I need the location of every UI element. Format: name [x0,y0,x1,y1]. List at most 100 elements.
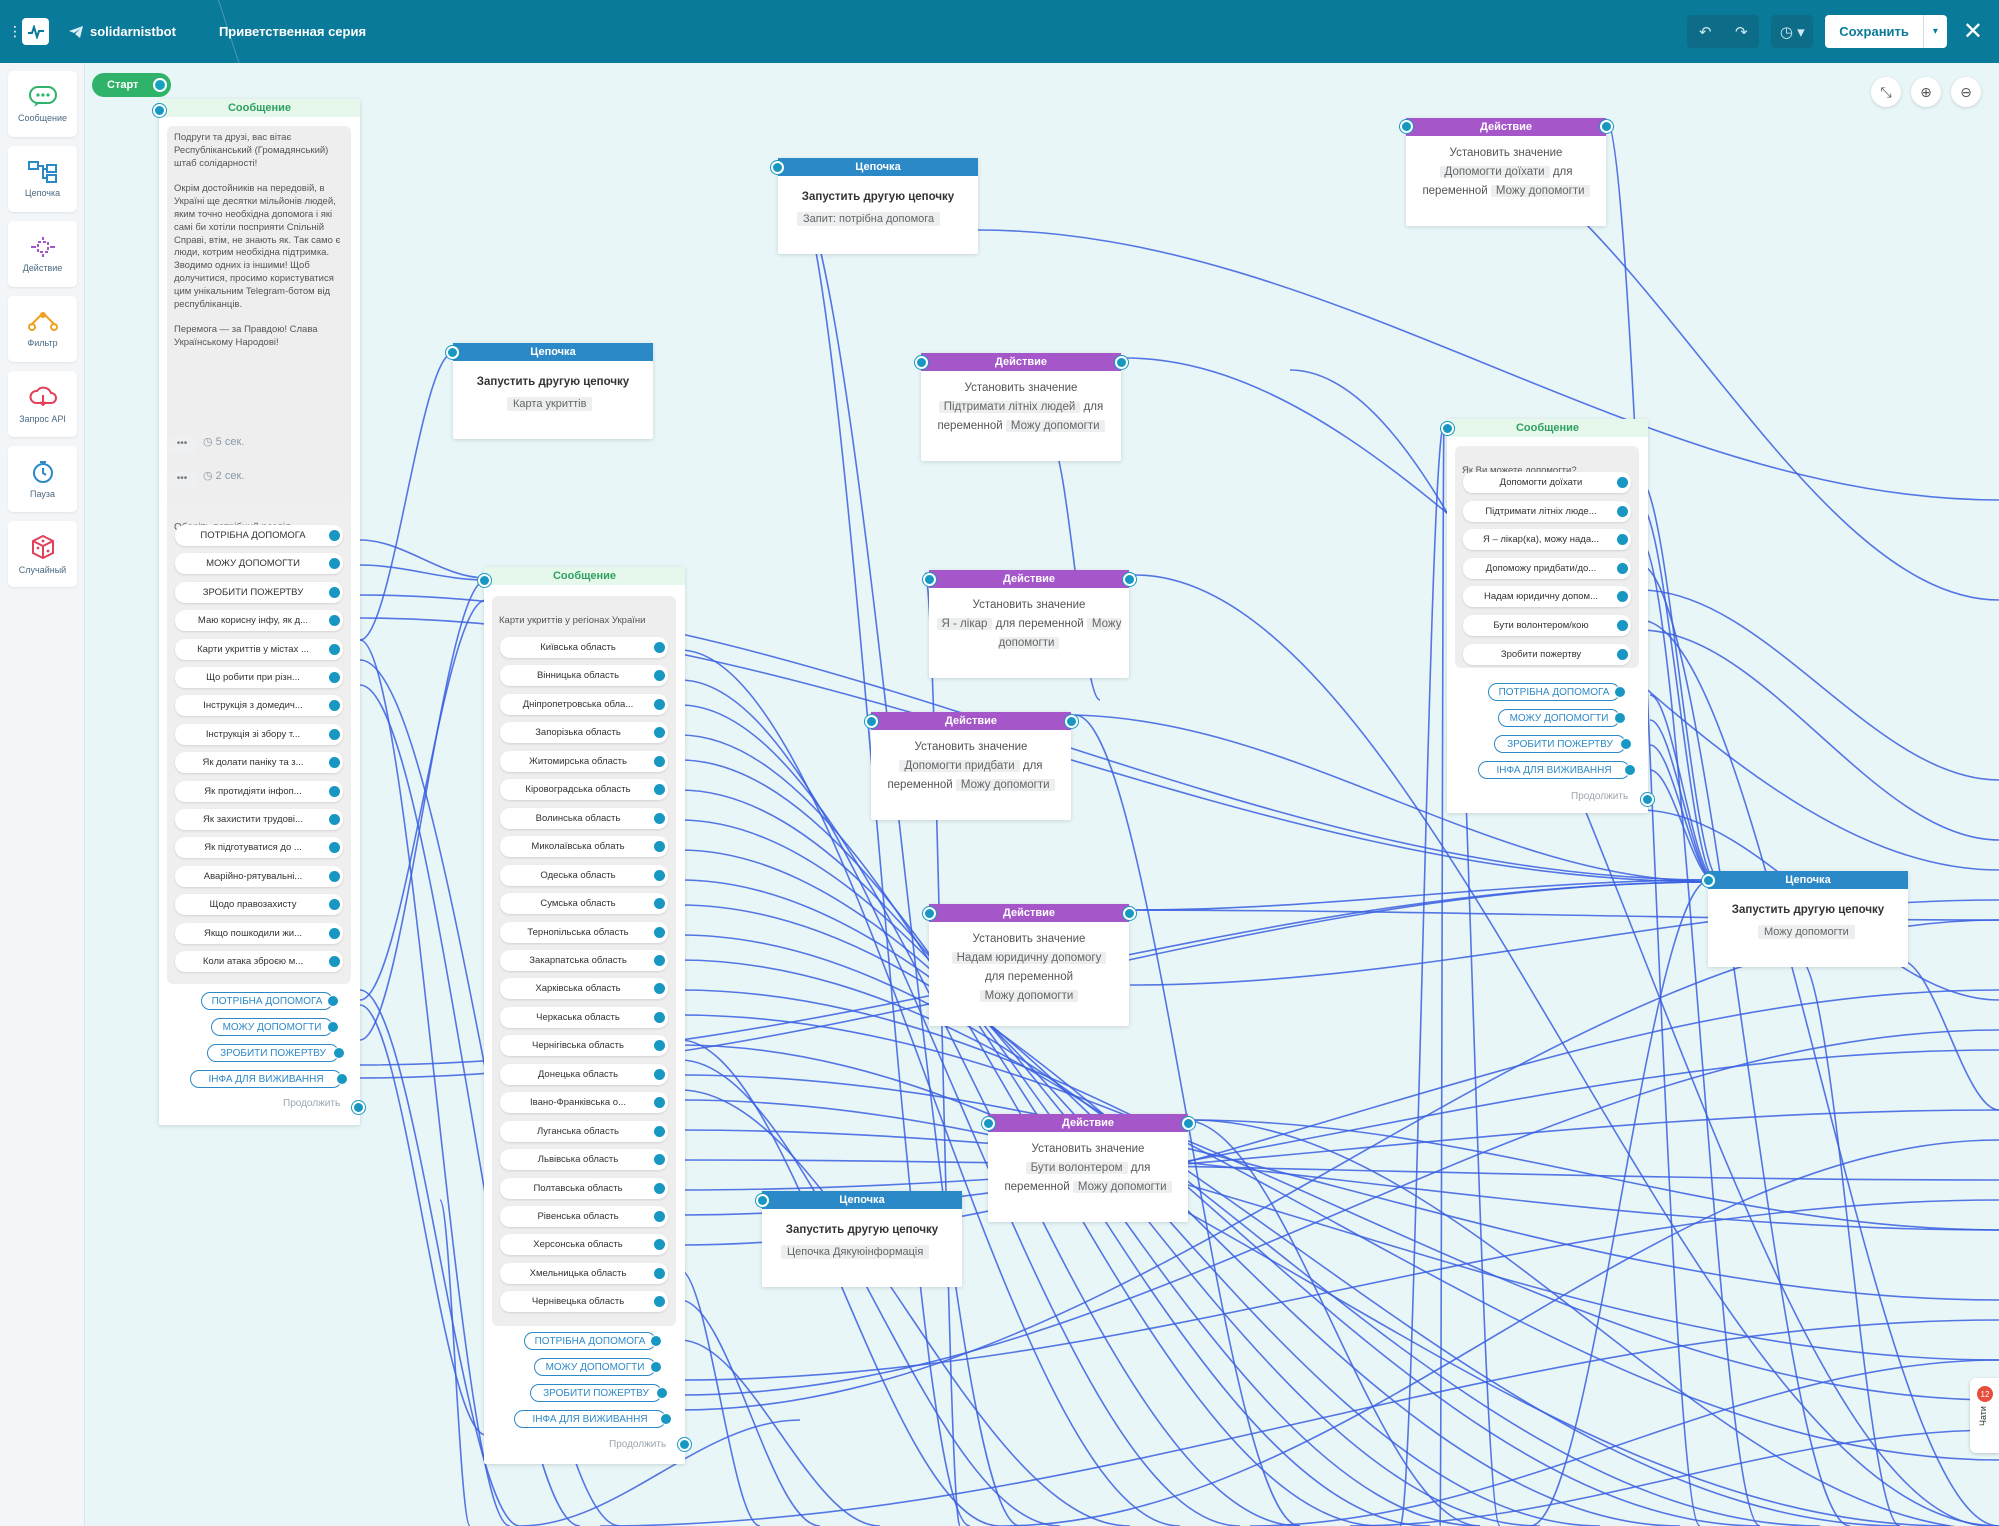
button-output-pin[interactable] [329,927,340,939]
region-button[interactable]: Кіровоградська область [500,779,668,801]
region-button[interactable]: Житомирська область [500,750,668,772]
button-output-pin[interactable] [1617,591,1628,603]
region-button[interactable]: Чернігівська область [500,1035,668,1057]
button-output-pin[interactable] [654,1068,665,1080]
flow-name[interactable]: Приветственная серия [218,24,367,39]
node-connection-pin[interactable] [352,1101,365,1114]
connection-wire[interactable] [679,989,1999,1461]
keyboard-output-pin[interactable] [660,1413,672,1425]
message-node-how-help[interactable]: Сообщение Як Ви можете допомогти? Продол… [1447,419,1648,813]
button-output-pin[interactable] [654,727,665,739]
chain-node-shelters[interactable]: Цепочка Запустить другую цепочку Карта у… [453,343,653,439]
keyboard-button[interactable]: ПОТРІБНА ДОПОМОГА [201,992,339,1010]
button-output-pin[interactable] [654,755,665,767]
button-output-pin[interactable] [329,643,340,655]
inline-button[interactable]: Карти укриттів у містах ... [175,638,343,660]
region-button[interactable]: Рівенська область [500,1206,668,1227]
inline-button[interactable]: Як підготуватися до ... [175,837,343,859]
connection-wire[interactable] [679,1014,1999,1401]
menu-dots-icon[interactable]: ⋮ [8,23,22,39]
connection-wire[interactable] [359,1004,487,1436]
sidebar-item-api-request[interactable]: Запрос API [8,371,77,437]
inline-button[interactable]: Щодо правозахисту [175,894,343,916]
keyboard-button[interactable]: ЗРОБИТИ ПОЖЕРТВУ [530,1384,668,1402]
region-button[interactable]: Чернівецька область [500,1291,668,1313]
button-output-pin[interactable] [654,1125,665,1137]
keyboard-output-pin[interactable] [656,1387,668,1399]
inline-button[interactable]: Як долати паніку та з... [175,752,343,774]
node-connection-pin[interactable] [1065,715,1078,728]
connection-wire[interactable] [1439,424,1445,1526]
inline-button[interactable]: МОЖУ ДОПОМОГТИ [175,553,343,575]
keyboard-button[interactable]: ЗРОБИТИ ПОЖЕРТВУ [1494,735,1632,753]
connection-wire[interactable] [1639,589,1999,781]
connection-wire[interactable] [679,1339,881,1526]
node-connection-pin[interactable] [1123,573,1136,586]
button-output-pin[interactable] [654,784,665,796]
region-button[interactable]: Луганська область [500,1120,668,1142]
button-output-pin[interactable] [654,1296,665,1308]
keyboard-button[interactable]: ПОТРІБНА ДОПОМОГА [1488,683,1626,701]
button-output-pin[interactable] [654,1154,665,1166]
connection-wire[interactable] [679,1269,761,1526]
close-icon[interactable]: ✕ [1962,18,1983,45]
keyboard-output-pin[interactable] [650,1335,662,1347]
button-output-pin[interactable] [329,757,340,769]
node-connection-pin[interactable] [478,574,491,587]
connection-wire[interactable] [999,1139,1999,1526]
chats-tab[interactable]: 12 Чати [1970,1378,1999,1453]
keyboard-button[interactable]: МОЖУ ДОПОМОГТИ [534,1358,662,1376]
region-button[interactable]: Тернопільська область [500,921,668,943]
button-output-pin[interactable] [1617,648,1628,660]
connection-wire[interactable] [1649,719,1717,883]
connection-wire[interactable] [679,904,1761,1526]
button-output-pin[interactable] [329,785,340,797]
history-clock-icon[interactable]: ◷ ▾ [1779,23,1805,41]
help-option-button[interactable]: Я – лікар(ка), можу нада... [1463,529,1631,551]
chain-node-thanks-info[interactable]: Цепочка Запустить другую цепочку Цепочка… [762,1191,962,1287]
button-output-pin[interactable] [329,700,340,712]
keyboard-button[interactable]: ІНФА ДЛЯ ВИЖИВАННЯ [190,1070,348,1088]
connection-wire[interactable] [977,229,1999,501]
connection-wire[interactable] [1349,1429,1999,1526]
connection-wire[interactable] [679,959,1901,1526]
region-button[interactable]: Миколаївська облать [500,836,668,858]
keyboard-button[interactable]: ЗРОБИТИ ПОЖЕРТВУ [207,1044,345,1062]
connection-wire[interactable] [359,539,487,579]
keyboard-output-pin[interactable] [650,1361,662,1373]
connection-wire[interactable] [679,1129,1999,1231]
keyboard-output-pin[interactable] [336,1073,348,1085]
region-button[interactable]: Вінницька область [500,665,668,687]
fit-screen-icon[interactable]: ⤡ [1871,77,1901,107]
connection-wire[interactable] [1249,1359,1999,1526]
help-option-button[interactable]: Підтримати літніх людe... [1463,500,1631,522]
connection-wire[interactable] [679,1074,1999,1301]
region-button[interactable]: Івано-Франківська о... [500,1092,668,1114]
inline-button[interactable]: ЗРОБИТИ ПОЖЕРТВУ [175,581,343,603]
connection-wire[interactable] [679,1199,1999,1381]
node-connection-pin[interactable] [756,1194,769,1207]
connection-wire[interactable] [679,1044,1951,1526]
sidebar-item-action[interactable]: Действие [8,221,77,287]
inline-button[interactable]: Інструкція з домедич... [175,695,343,717]
button-output-pin[interactable] [654,869,665,881]
connection-wire[interactable] [1639,619,1999,1526]
connection-wire[interactable] [1134,574,1999,1526]
button-output-pin[interactable] [329,615,340,627]
button-output-pin[interactable] [654,812,665,824]
help-option-button[interactable]: Зробити пожертву [1463,643,1631,665]
connection-wire[interactable] [679,1299,821,1526]
node-connection-pin[interactable] [1641,793,1654,806]
connection-wire[interactable] [1289,369,1991,1526]
button-output-pin[interactable] [654,1011,665,1023]
button-output-pin[interactable] [329,956,340,967]
chain-node-can-help[interactable]: Цепочка Запустить другую цепочку Можу до… [1708,871,1908,967]
start-output-pin[interactable] [153,78,167,92]
help-option-button[interactable]: Допоможу придбати/до... [1463,557,1631,579]
button-output-pin[interactable] [329,672,340,683]
connection-wire[interactable] [1189,1119,1999,1526]
region-button[interactable]: Одеська область [500,864,668,886]
